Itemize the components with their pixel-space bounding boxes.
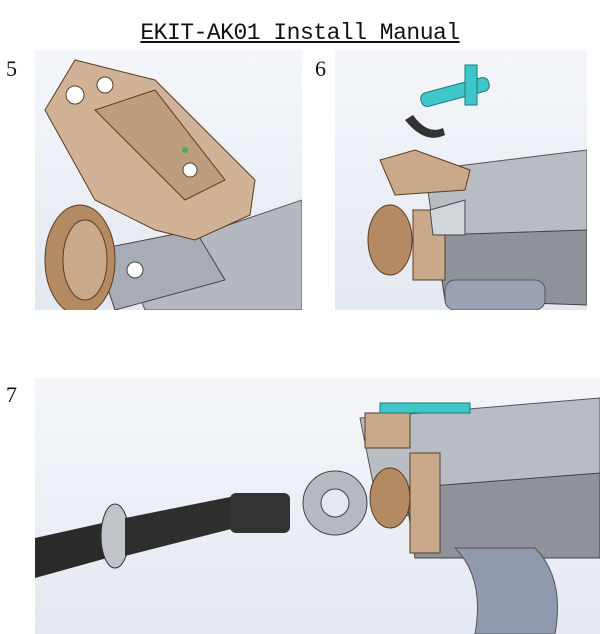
step-6-illustration <box>335 50 587 310</box>
page-title: EKIT-AK01 Install Manual <box>140 20 460 46</box>
rear-sight-part <box>420 64 490 107</box>
gas-block-part <box>302 470 368 536</box>
step-7-illustration <box>35 378 600 634</box>
step-5-illustration <box>35 50 302 310</box>
step-number-5: 5 <box>6 56 17 81</box>
barrel-part <box>35 493 290 578</box>
step-number-7: 7 <box>6 382 17 407</box>
step-number-6: 6 <box>315 56 326 81</box>
